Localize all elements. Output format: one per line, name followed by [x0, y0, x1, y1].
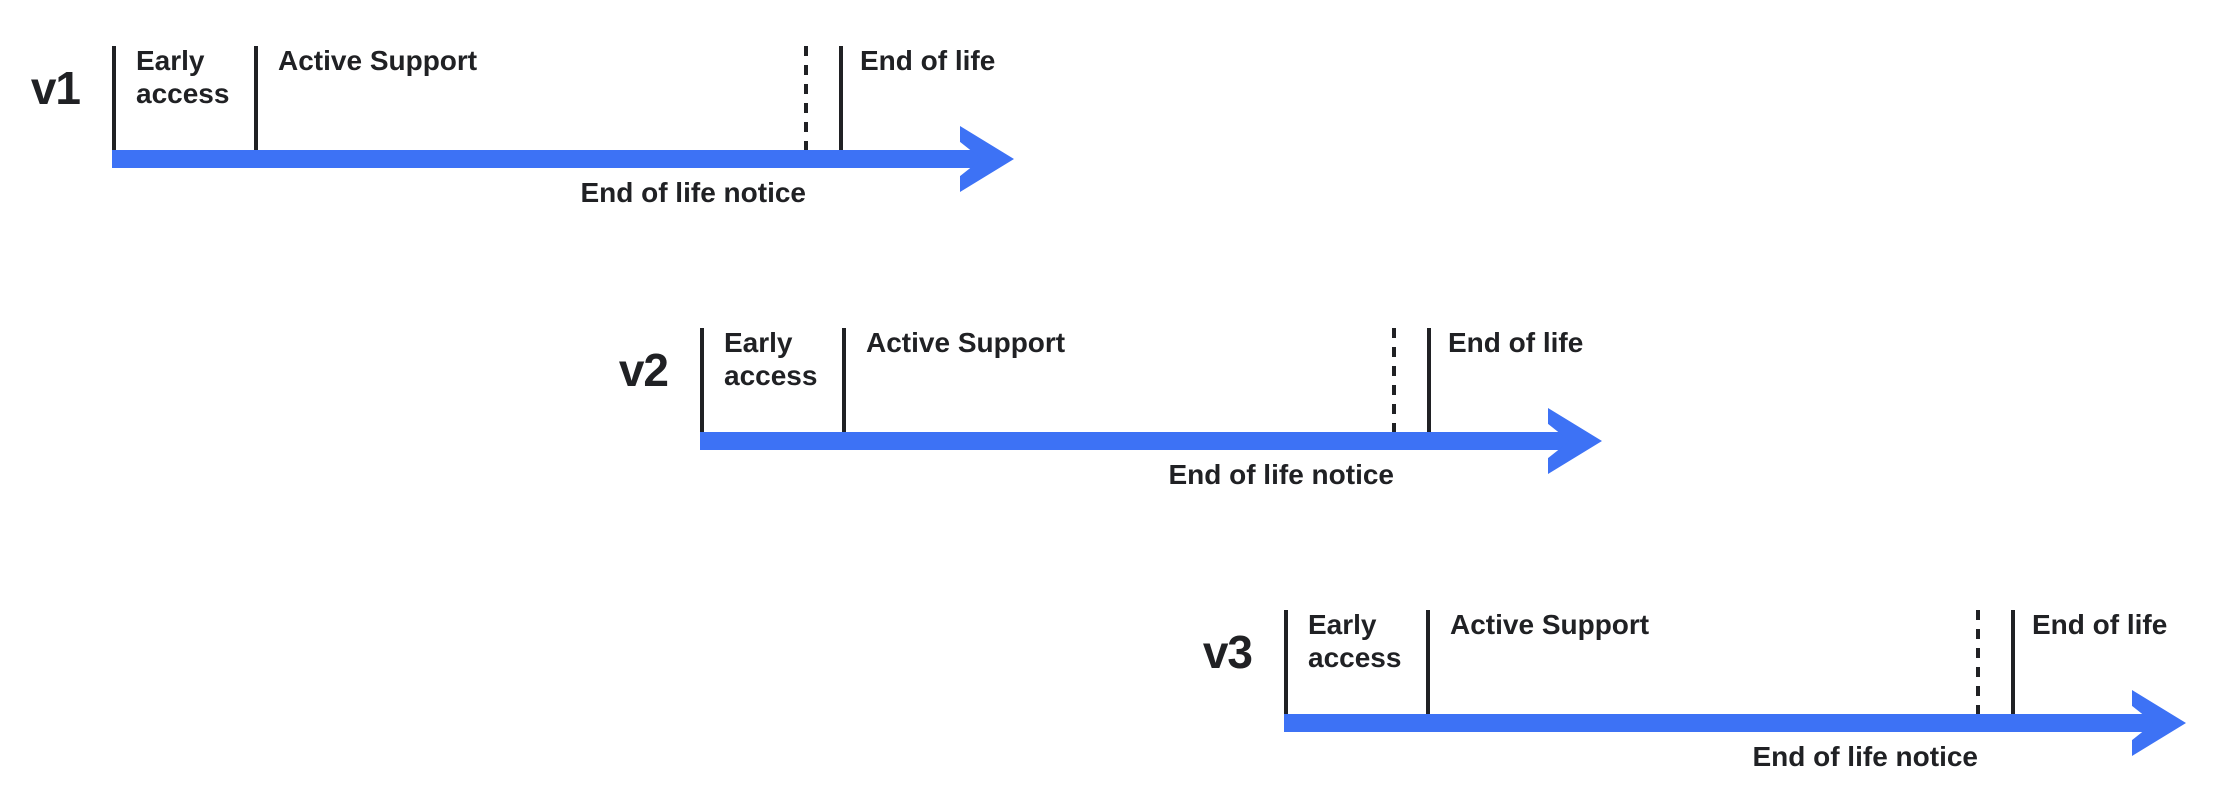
- active-support-label: Active Support: [1450, 609, 1650, 640]
- tick-eol-notice-dashed: [1976, 610, 1980, 714]
- tick-end-of-life: [1427, 328, 1431, 432]
- tick-eol-notice-dashed: [1392, 328, 1396, 432]
- tick-eol-notice-dashed: [804, 46, 808, 150]
- early-access-label: Early access: [136, 45, 230, 109]
- end-of-life-label: End of life: [2032, 609, 2168, 640]
- active-support-label: Active Support: [278, 45, 478, 76]
- tick-active-support-start: [1426, 610, 1430, 714]
- tick-release-start: [112, 46, 116, 150]
- timeline-arrow-shaft: [700, 432, 1570, 450]
- end-of-life-notice-label: End of life notice: [1752, 741, 1978, 772]
- end-of-life-label: End of life: [1448, 327, 1584, 358]
- version-label: v2: [618, 344, 669, 396]
- tick-end-of-life: [2011, 610, 2015, 714]
- version-label: v3: [1202, 626, 1253, 678]
- early-access-label: Early access: [724, 327, 818, 391]
- timeline-arrow-shaft: [1284, 714, 2154, 732]
- tick-active-support-start: [842, 328, 846, 432]
- early-access-label: Early access: [1308, 609, 1402, 673]
- active-support-label: Active Support: [866, 327, 1066, 358]
- timeline-arrow-shaft: [112, 150, 982, 168]
- end-of-life-notice-label: End of life notice: [580, 177, 806, 208]
- tick-end-of-life: [839, 46, 843, 150]
- tick-active-support-start: [254, 46, 258, 150]
- tick-release-start: [700, 328, 704, 432]
- tick-release-start: [1284, 610, 1288, 714]
- end-of-life-label: End of life: [860, 45, 996, 76]
- end-of-life-notice-label: End of life notice: [1168, 459, 1394, 490]
- version-label: v1: [30, 62, 81, 114]
